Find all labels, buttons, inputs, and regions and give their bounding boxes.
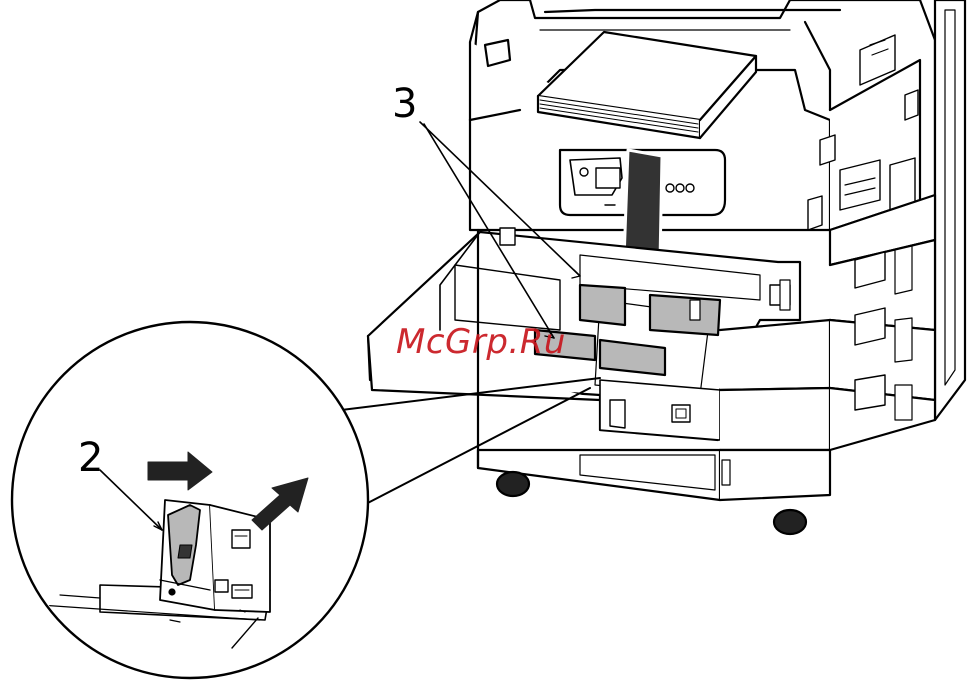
callout-label-3: 3 (392, 84, 417, 124)
zoom-detail-circle (12, 322, 368, 678)
callout-label-2: 2 (78, 438, 103, 478)
watermark-text: McGrp.Ru (396, 322, 566, 362)
